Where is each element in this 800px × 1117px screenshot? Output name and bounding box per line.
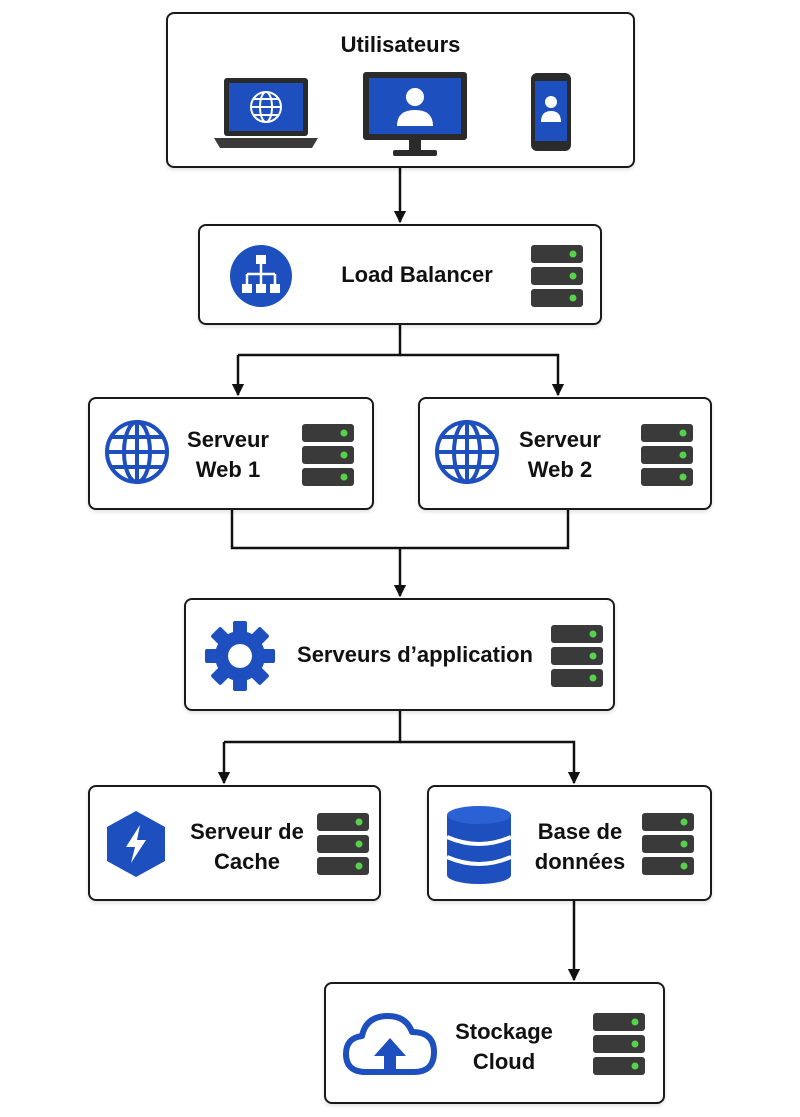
users-title: Utilisateurs xyxy=(340,32,461,57)
app-servers-node: Serveurs d’application xyxy=(184,598,615,711)
cache-server-line2: Cache xyxy=(213,849,281,874)
database-node: Base de données xyxy=(427,785,712,901)
web-server-1-line2: Web 1 xyxy=(195,457,261,482)
users-node: Utilisateurs xyxy=(166,12,635,168)
database-icon xyxy=(446,806,512,884)
load-balancer-node: Load Balancer xyxy=(198,224,602,325)
database-line2: données xyxy=(534,849,626,874)
edge-app-to-db xyxy=(400,740,581,785)
web-server-2-line1: Serveur xyxy=(519,427,601,452)
web-server-1-line1: Serveur xyxy=(187,427,269,452)
globe-icon xyxy=(105,420,169,484)
server-rack-icon xyxy=(593,1013,645,1075)
phone-user-icon xyxy=(531,73,571,151)
server-rack-icon xyxy=(317,813,369,875)
server-rack-icon xyxy=(302,424,354,486)
web-server-2-node: Serveur Web 2 xyxy=(418,397,712,510)
laptop-globe-icon xyxy=(214,78,318,148)
cache-server-line1: Serveur de xyxy=(190,819,304,844)
web-server-2-line2: Web 2 xyxy=(527,457,593,482)
cloud-storage-line2: Cloud xyxy=(472,1049,536,1074)
network-hierarchy-icon xyxy=(230,245,292,307)
gear-icon xyxy=(205,621,275,691)
cache-server-node: Serveur de Cache xyxy=(88,785,381,901)
edge-to-web2 xyxy=(400,353,565,397)
globe-icon xyxy=(435,420,499,484)
web-server-1-node: Serveur Web 1 xyxy=(88,397,374,510)
server-rack-icon xyxy=(531,245,583,307)
server-rack-icon xyxy=(641,424,693,486)
cloud-storage-line1: Stockage xyxy=(455,1019,553,1044)
edge-app-split xyxy=(224,711,402,744)
cloud-storage-node: Stockage Cloud xyxy=(324,982,665,1104)
edge-web-servers-merge xyxy=(230,510,570,550)
edge-load-balancer-to-web-servers xyxy=(238,325,402,357)
database-line1: Base de xyxy=(537,819,623,844)
load-balancer-label: Load Balancer xyxy=(341,262,493,287)
app-servers-label: Serveurs d’application xyxy=(297,642,533,667)
lightning-icon xyxy=(107,811,165,877)
monitor-user-icon xyxy=(363,72,467,156)
server-rack-icon xyxy=(551,625,603,687)
cloud-upload-icon xyxy=(343,1013,437,1075)
server-rack-icon xyxy=(642,813,694,875)
